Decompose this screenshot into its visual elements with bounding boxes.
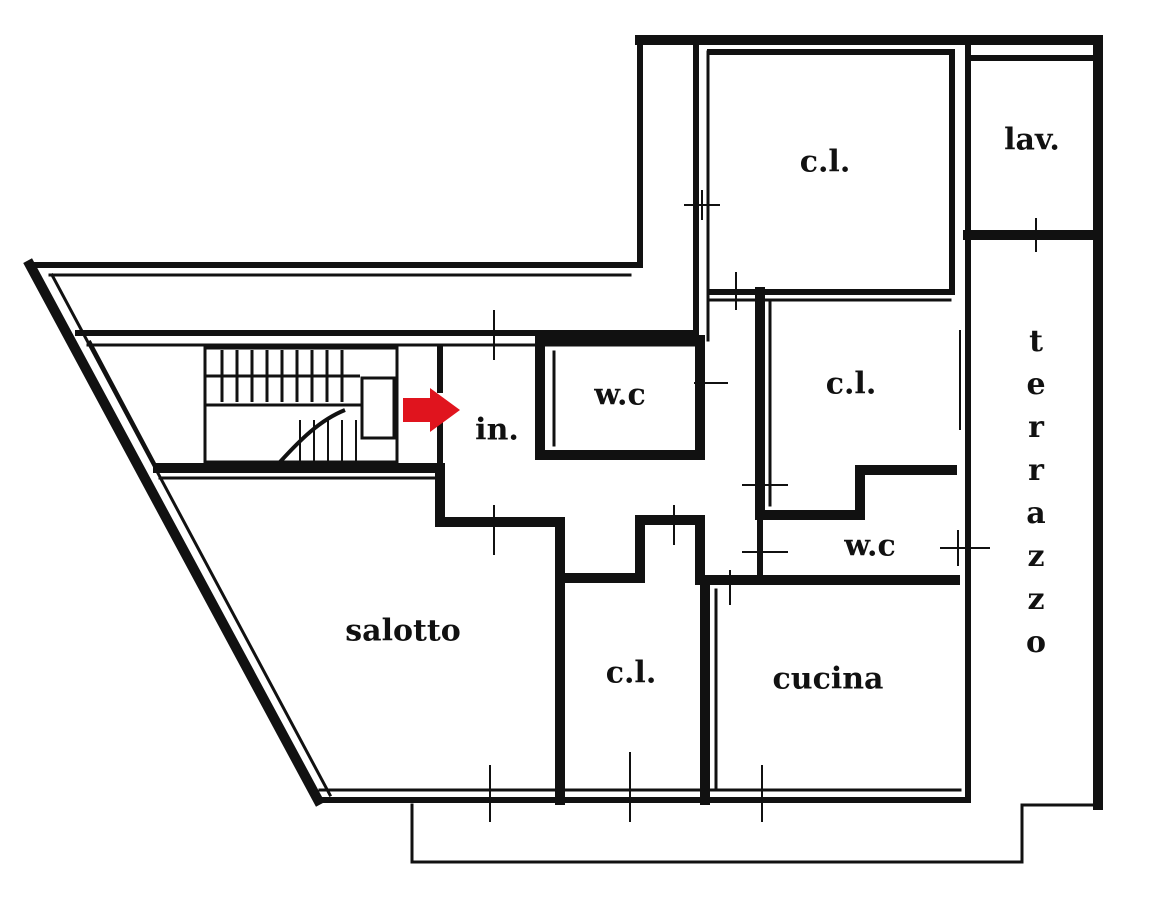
room-label-bedroom-bottom: c.l. bbox=[605, 655, 657, 691]
room-label-living-room: salotto bbox=[345, 613, 461, 649]
laundry-walls bbox=[963, 55, 1097, 240]
room-label-laundry: lav. bbox=[1004, 122, 1060, 158]
room-label-entrance: in. bbox=[475, 412, 519, 448]
room-label-terrace: terrazzo bbox=[1025, 324, 1046, 660]
room-label-bedroom-top: c.l. bbox=[799, 144, 851, 180]
corridor-walls bbox=[75, 37, 710, 347]
bedroom-top-walls bbox=[707, 49, 955, 302]
stair bbox=[203, 346, 399, 464]
room-label-kitchen: cucina bbox=[772, 661, 884, 697]
room-label-wc-right: w.c bbox=[844, 528, 896, 564]
room-label-bedroom-middle: c.l. bbox=[825, 366, 877, 402]
room-label-wc-left: w.c bbox=[594, 377, 646, 413]
outer-walls bbox=[23, 35, 1103, 864]
door-marks bbox=[489, 190, 1037, 822]
entrance-arrow bbox=[403, 388, 460, 432]
